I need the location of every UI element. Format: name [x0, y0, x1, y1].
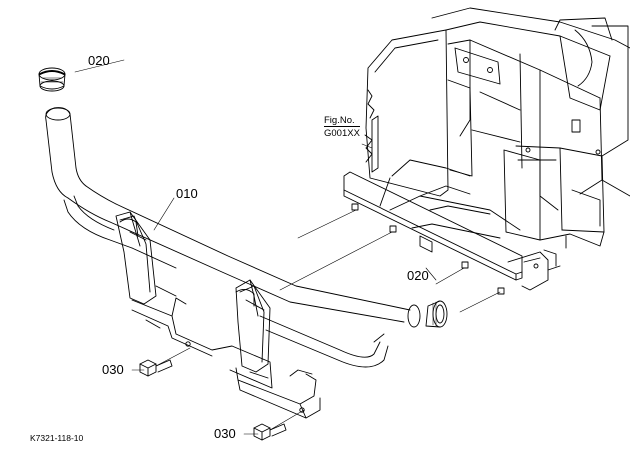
figure-reference: Fig.No. G001XX [324, 115, 360, 139]
callout-right-plug: 020 [407, 268, 429, 283]
diagram-id: K7321-118-10 [30, 433, 84, 443]
top-plug-020 [38, 67, 66, 92]
tractor-frame [343, 7, 630, 295]
callout-bottom-bolt: 030 [214, 426, 236, 441]
left-bolt-030 [139, 359, 173, 377]
callout-top-plug: 020 [88, 53, 110, 68]
leader-lines [74, 59, 501, 435]
bottom-bolt-030 [253, 423, 287, 441]
figure-reference-label: Fig.No. [324, 115, 355, 126]
right-plug-020 [425, 300, 448, 328]
callout-guard-bar: 010 [176, 186, 198, 201]
figure-reference-number: G001XX [324, 126, 360, 139]
front-guard-bar [45, 107, 421, 419]
callout-left-bolt: 030 [102, 362, 124, 377]
